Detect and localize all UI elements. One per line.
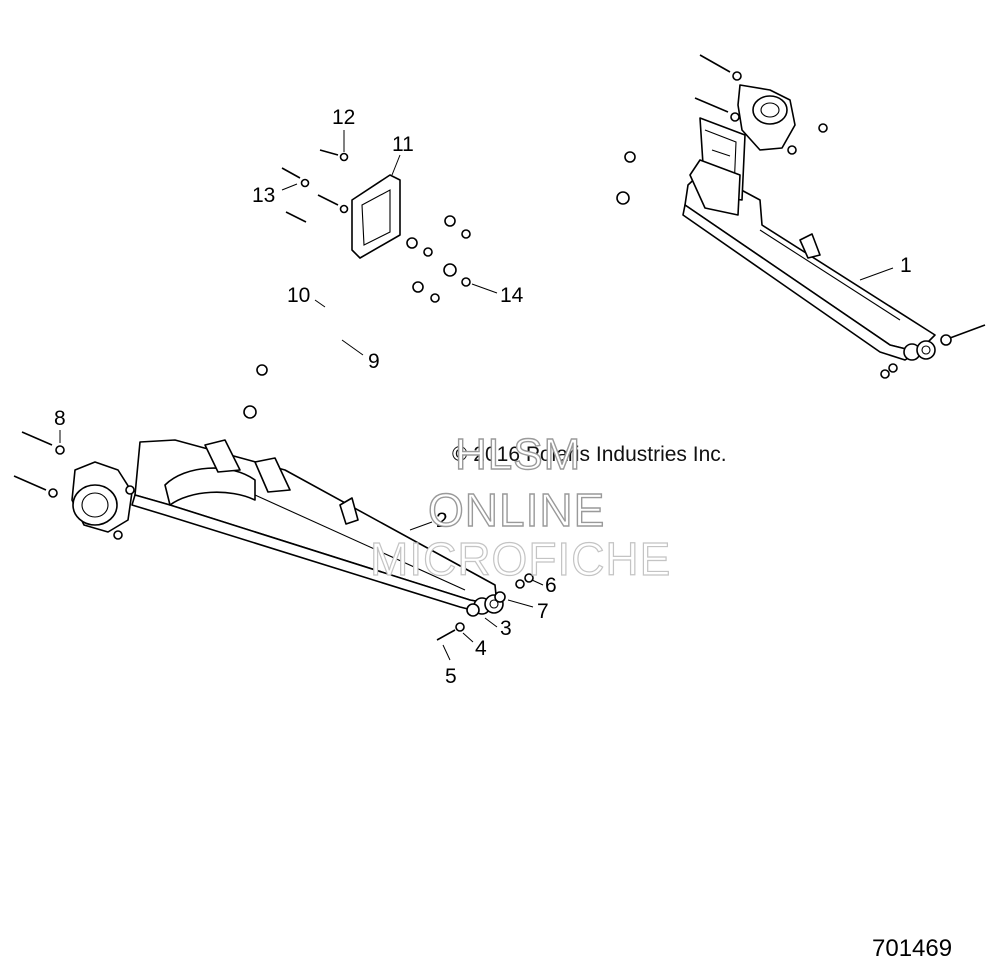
copyright-notice: © 2016 Polaris Industries Inc. (452, 443, 727, 466)
link-9[interactable] (243, 281, 424, 419)
hardware-right[interactable] (694, 54, 986, 379)
link-10[interactable] (256, 237, 418, 376)
callout-1: 1 (900, 254, 912, 277)
link-lower[interactable] (443, 191, 630, 277)
watermark-line-2: ONLINE (427, 483, 606, 536)
trailing-arm-left[interactable] (131, 439, 504, 615)
diagram-id: 701469 (872, 935, 953, 962)
callout-14: 14 (500, 284, 524, 307)
callout-10: 10 (287, 284, 310, 307)
callout-12: 12 (332, 106, 355, 129)
callout-3: 3 (500, 617, 512, 640)
knuckle-right[interactable] (737, 84, 796, 151)
callout-2: 2 (436, 509, 448, 532)
bracket-11[interactable] (351, 174, 401, 259)
callout-7: 7 (537, 600, 549, 623)
callout-9: 9 (368, 350, 380, 373)
callout-5: 5 (445, 665, 457, 688)
callout-11: 11 (392, 133, 414, 156)
callout-8: 8 (54, 407, 66, 430)
trailing-arm-right[interactable] (682, 117, 936, 361)
hardware-left[interactable] (13, 431, 534, 641)
callout-6: 6 (545, 574, 557, 597)
link-upper[interactable] (444, 151, 636, 227)
watermark-line-3: MICROFICHE (369, 532, 672, 585)
leader-lines (59, 130, 894, 661)
knuckle-left[interactable] (71, 461, 133, 533)
hardware-center[interactable] (281, 149, 471, 303)
callout-labels: 1 2 3 4 5 6 7 8 9 10 11 12 13 14 (54, 106, 912, 688)
callout-4: 4 (475, 637, 487, 660)
callout-13: 13 (252, 184, 275, 207)
watermark-line-1: HLSM (454, 429, 582, 479)
